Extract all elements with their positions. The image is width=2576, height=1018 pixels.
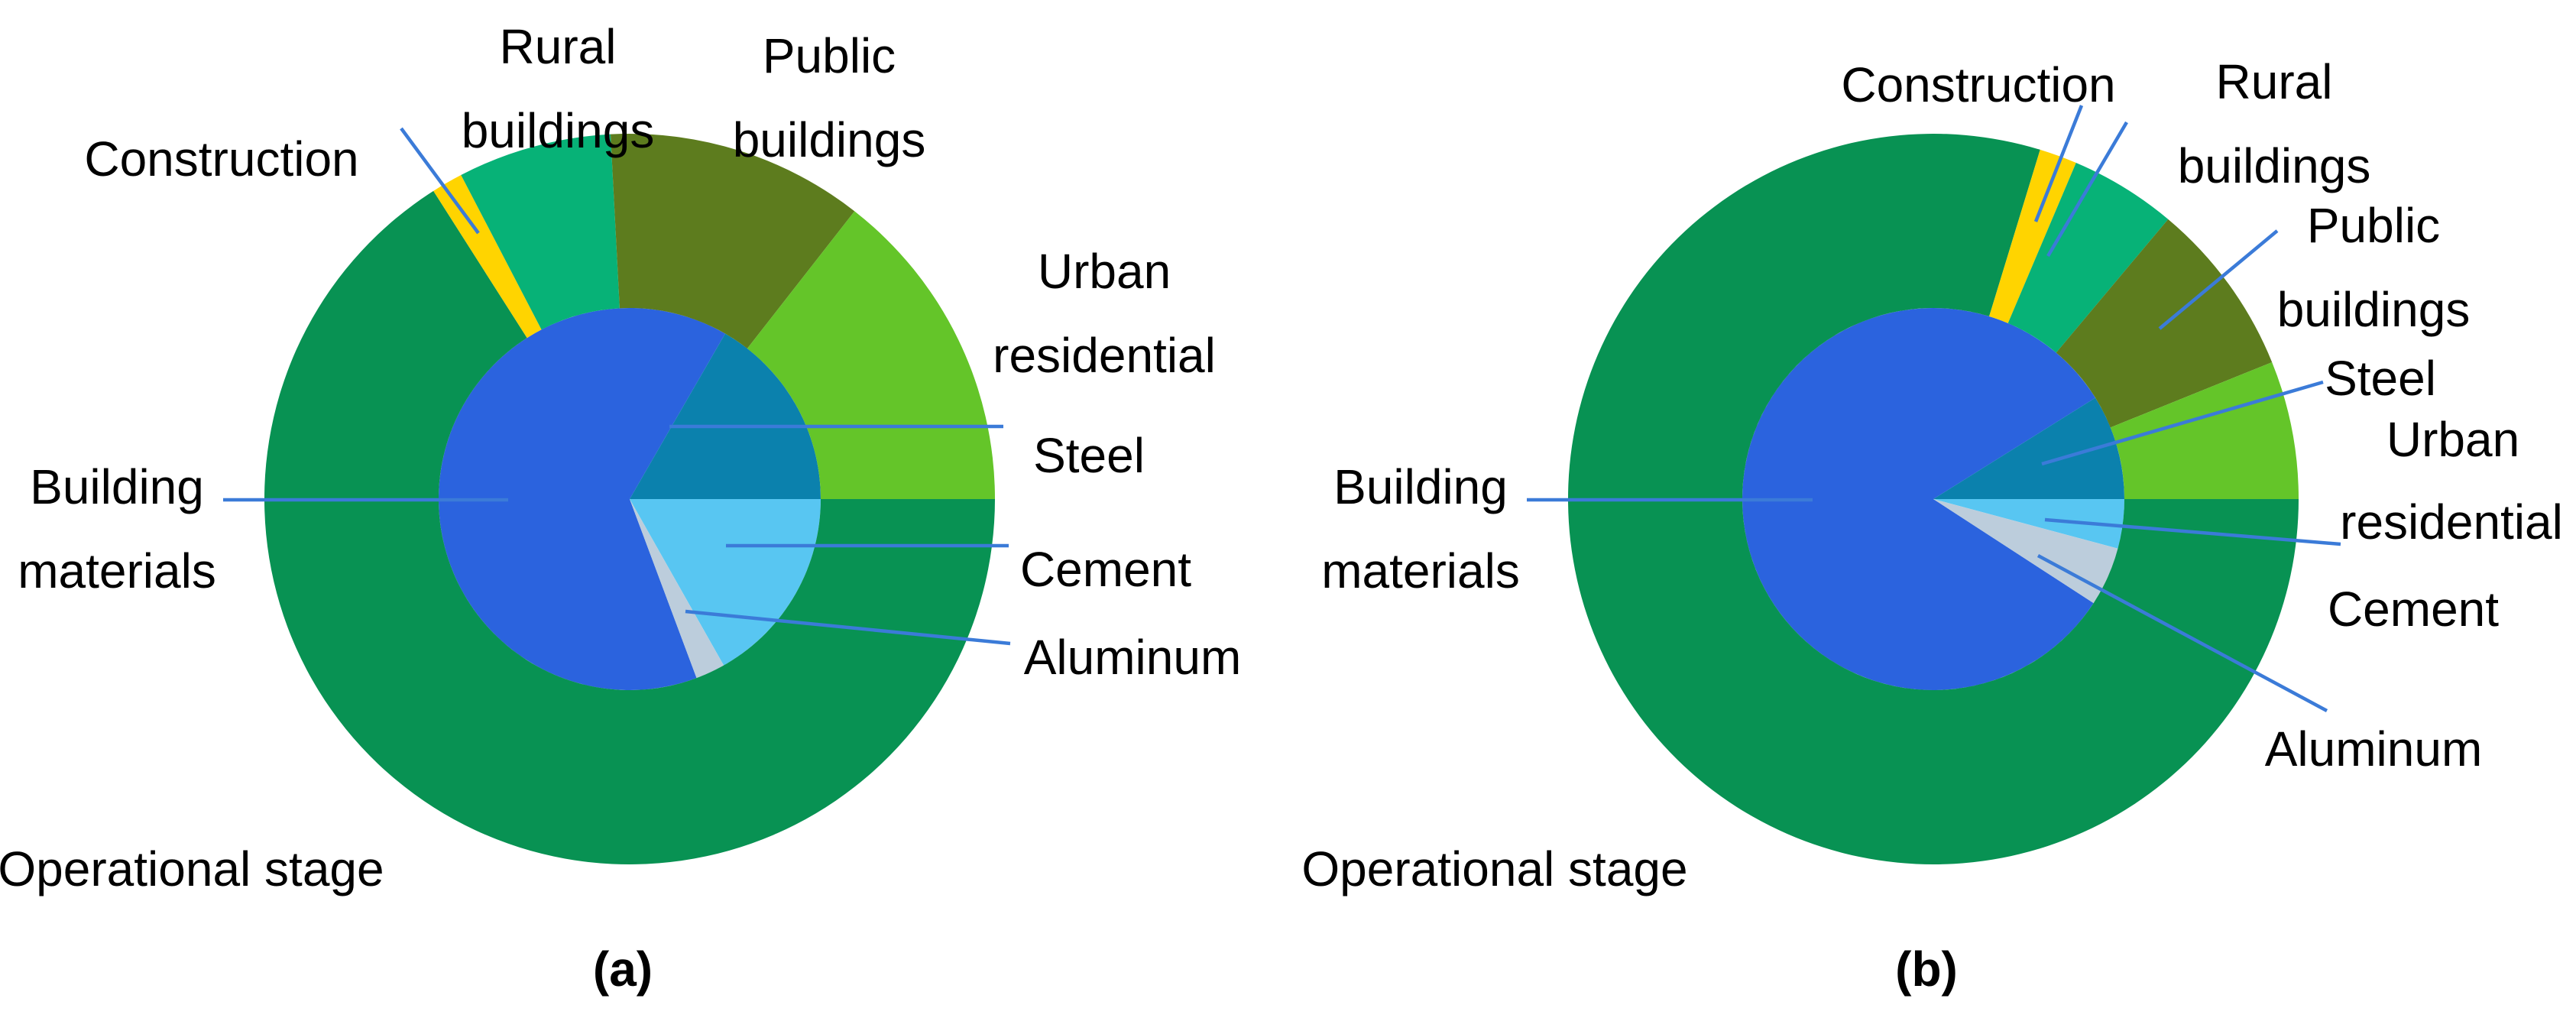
a-outer-segment-rural-buildings: [461, 134, 620, 330]
a-label-operational-stage: Operational stage: [0, 841, 384, 896]
b-label-residential: residential: [2340, 494, 2563, 550]
a-leader-aluminum: [685, 609, 1011, 646]
a-inner-segment-aluminum: [630, 499, 724, 679]
a-outer-segment-public-buildings: [610, 134, 855, 349]
b-leader-urban-residential: [2044, 517, 2341, 546]
b-inner-segment-steel: [1933, 397, 2124, 499]
caption-a: (a): [593, 942, 653, 997]
b-label-operational-stage: Operational stage: [1301, 841, 1687, 896]
a-inner-segment-steel: [630, 333, 821, 499]
a-outer-segment-construction: [433, 175, 542, 339]
b-outer-segment-urban-residential: [2110, 361, 2299, 499]
a-outer-segment-operational-stage: [264, 190, 995, 864]
b-inner-segment-cement: [1933, 499, 2124, 549]
a-label-cement: Cement: [1020, 542, 1191, 597]
a-label-steel: Steel: [1033, 428, 1145, 483]
a-leader-construction: [400, 127, 480, 235]
a-inner-segment-building-materials: [438, 307, 725, 691]
a-inner-segment-cement: [630, 499, 821, 666]
b-leader-aluminum: [2036, 554, 2328, 712]
b-label-steel: Steel: [2325, 351, 2436, 406]
b-label-construction: Construction: [1841, 57, 2115, 112]
b-outer-segment-rural-buildings: [2007, 162, 2169, 353]
b-outer-segment-construction: [1989, 149, 2076, 323]
b-leader-rural-buildings: [2046, 121, 2128, 258]
b-label-aluminum: Aluminum: [2265, 721, 2483, 776]
b-leader-public-buildings: [2158, 229, 2279, 330]
b-inner-segment-building-materials: [1742, 308, 2096, 691]
b-leader-construction: [2033, 105, 2084, 222]
b-outer-segment-operational-stage: [1568, 134, 2299, 864]
b-inner-segment-aluminum: [1933, 499, 2118, 604]
caption-b: (b): [1895, 942, 1958, 997]
a-label-aluminum: Aluminum: [1024, 630, 1242, 685]
a-label-construction: Construction: [84, 131, 358, 186]
b-label-cement: Cement: [2328, 582, 2499, 637]
b-leader-steel: [2041, 380, 2324, 466]
b-label-urban: Urban: [2386, 412, 2519, 467]
